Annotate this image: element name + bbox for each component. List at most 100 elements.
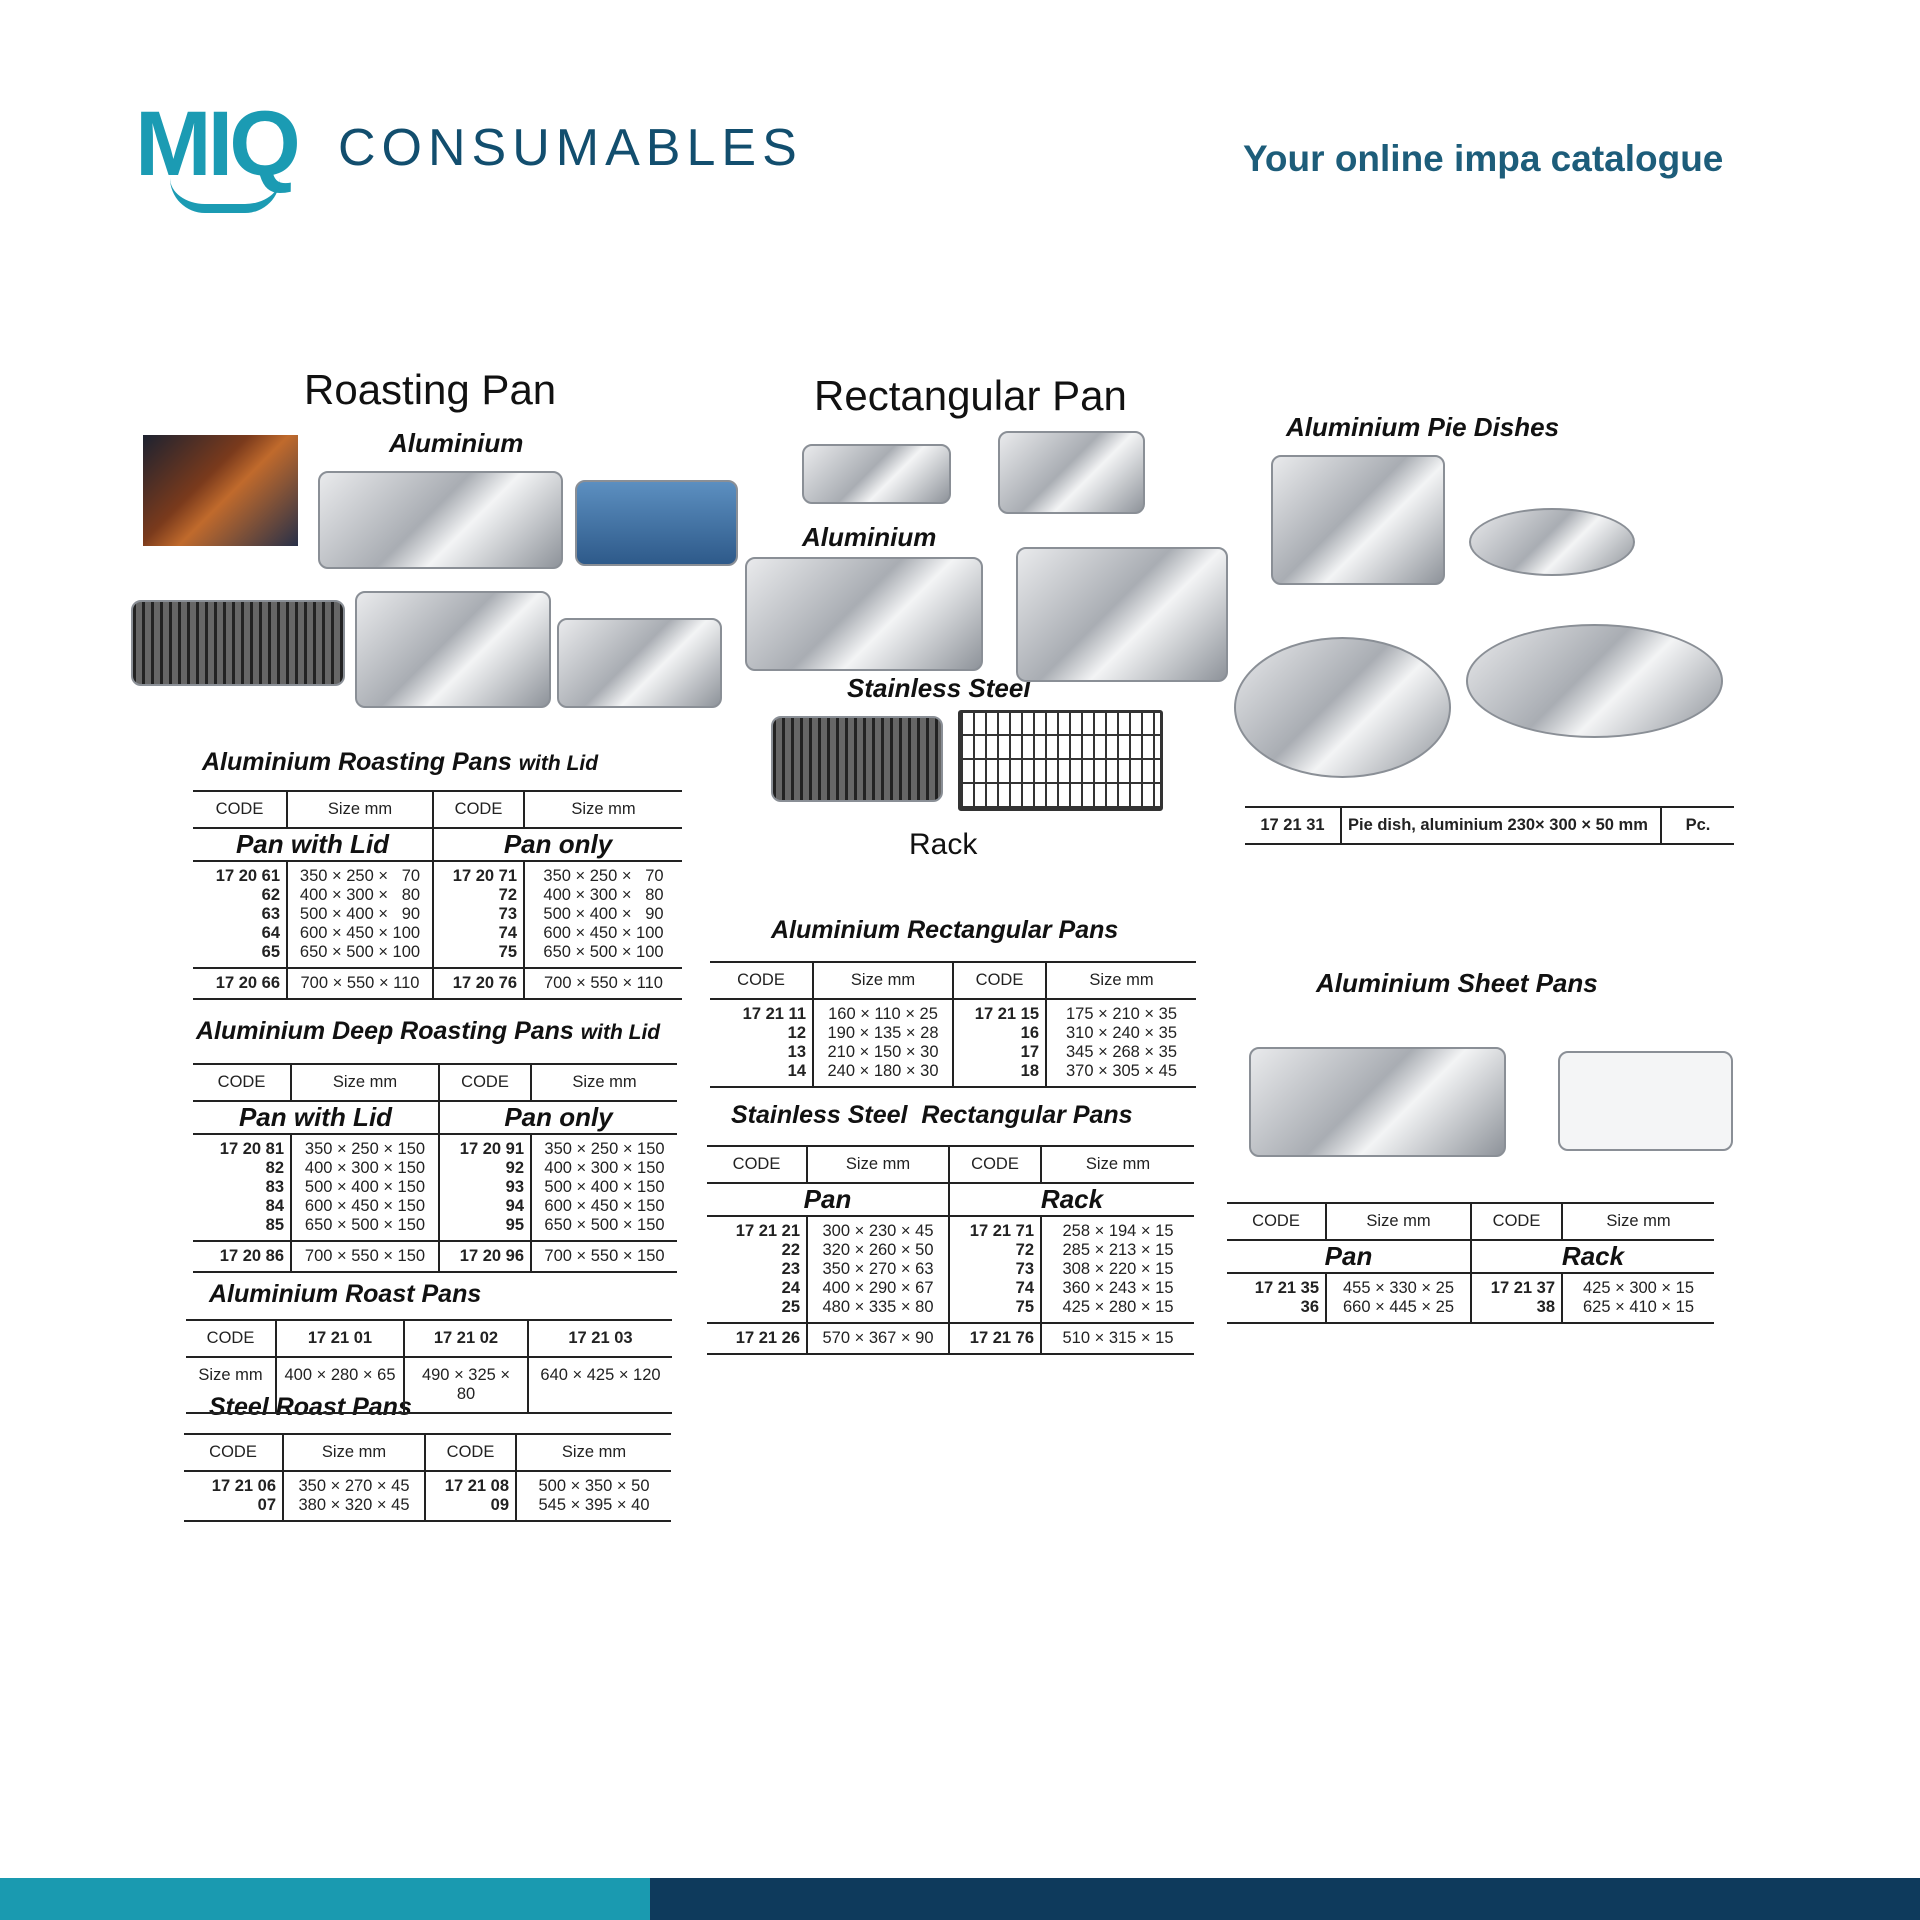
code-value: 17 21 15	[974, 1005, 1039, 1023]
column-header: CODE	[952, 961, 1046, 999]
stainless-pan-with-rack-image	[771, 716, 943, 802]
round-pie-dish-image	[1469, 508, 1635, 576]
size-value: 570 × 367 × 90	[822, 1329, 934, 1347]
deep-roasting-pan-image	[355, 591, 551, 708]
code-value: 12	[787, 1024, 806, 1042]
code-cell: 17 20 66	[193, 967, 287, 999]
code-cell: 17 21 76	[948, 1322, 1041, 1354]
size-value: 500 × 400 × 150	[304, 1178, 426, 1196]
table-cell: 17 21 03	[527, 1319, 672, 1357]
size-value: 175 × 210 × 35	[1065, 1005, 1178, 1023]
size-value: 650 × 500 × 150	[304, 1216, 426, 1234]
size-value: 480 × 335 × 80	[822, 1298, 934, 1316]
title-suffix: with Lid	[580, 1021, 661, 1044]
code-value: 17 20 81	[219, 1140, 284, 1158]
code-value: 73	[498, 905, 517, 923]
size-value: 600 × 450 × 100	[543, 924, 664, 942]
size-value: 600 × 450 × 100	[299, 924, 421, 942]
group-header: Pan only	[432, 827, 682, 861]
logo-text: CONSUMABLES	[338, 119, 803, 177]
size-value: 360 × 243 × 15	[1062, 1279, 1174, 1297]
alu-rect-table-title: Aluminium Rectangular Pans	[771, 916, 1119, 944]
size-value: 350 × 250 × 70	[299, 867, 421, 885]
code-value: 22	[781, 1241, 800, 1259]
rack-label: Rack	[909, 828, 978, 861]
size-value: 350 × 270 × 45	[298, 1477, 410, 1495]
rect-sub-aluminium: Aluminium	[802, 522, 937, 552]
size-value: 510 × 315 × 15	[1062, 1329, 1174, 1347]
column-header: Size mm	[530, 1063, 677, 1101]
size-value: 700 × 550 × 110	[300, 974, 420, 992]
code-value: 17 21 76	[969, 1329, 1034, 1347]
size-cell: 700 × 550 × 150	[290, 1240, 439, 1272]
code-value: 94	[505, 1197, 524, 1215]
code-value: 64	[261, 924, 280, 942]
ss-rect-table-title: Stainless Steel Rectangular Pans	[731, 1101, 1133, 1130]
column-header: CODE	[438, 1063, 531, 1101]
group-header: Pan only	[438, 1100, 677, 1134]
code-value: 25	[781, 1298, 800, 1316]
code-value: 17 21 11	[742, 1005, 806, 1023]
size-value: 240 × 180 × 30	[827, 1062, 939, 1080]
table-row: 17 21 26 570 × 367 × 90 17 21 76 510 × 315 …	[707, 1322, 1194, 1354]
size-value: 650 × 500 × 100	[299, 943, 421, 961]
column-header: CODE	[424, 1433, 516, 1471]
size-value: 400 × 300 × 80	[543, 886, 664, 904]
column-header: CODE	[1470, 1202, 1562, 1240]
group-header: Pan	[1227, 1239, 1471, 1273]
code-value: 36	[1300, 1298, 1319, 1316]
size-value: 600 × 450 × 150	[544, 1197, 665, 1215]
code-value: 17 20 66	[215, 974, 280, 992]
roasting-sub: Aluminium	[389, 428, 524, 458]
foil-pie-dish-image-1	[1234, 637, 1451, 778]
column-header: Size mm	[290, 1063, 439, 1101]
code-value: 14	[787, 1062, 806, 1080]
column-header: CODE	[1227, 1202, 1326, 1240]
size-value: 258 × 194 × 15	[1062, 1222, 1174, 1240]
size-value: 700 × 550 × 150	[304, 1247, 426, 1265]
size-value: 700 × 550 × 150	[544, 1247, 665, 1265]
column-header: CODE	[193, 1063, 291, 1101]
size-value: 308 × 220 × 15	[1062, 1260, 1174, 1278]
code-value: 17 21 26	[735, 1329, 800, 1347]
size-value: 350 × 250 × 70	[543, 867, 664, 885]
code-value: 63	[261, 905, 280, 923]
size-value: 380 × 320 × 45	[298, 1496, 410, 1514]
size-cell: 700 × 550 × 110	[523, 967, 682, 999]
group-header: Rack	[1470, 1239, 1714, 1273]
size-value: 350 × 250 × 150	[304, 1140, 426, 1158]
size-cell: 700 × 550 × 110	[286, 967, 433, 999]
code-value: 75	[1015, 1298, 1034, 1316]
column-header: Size mm	[282, 1433, 425, 1471]
code-value: 84	[265, 1197, 284, 1215]
column-header: Size mm	[1040, 1145, 1194, 1183]
group-header: Pan	[707, 1182, 949, 1216]
column-header: CODE	[432, 790, 524, 828]
size-value: 300 × 230 × 45	[822, 1222, 934, 1240]
size-value: 370 × 305 × 45	[1065, 1062, 1178, 1080]
pie-dishes-title: Aluminium Pie Dishes	[1286, 412, 1560, 442]
code-value: 13	[787, 1043, 806, 1061]
code-cell: 17 20 96	[438, 1240, 531, 1272]
